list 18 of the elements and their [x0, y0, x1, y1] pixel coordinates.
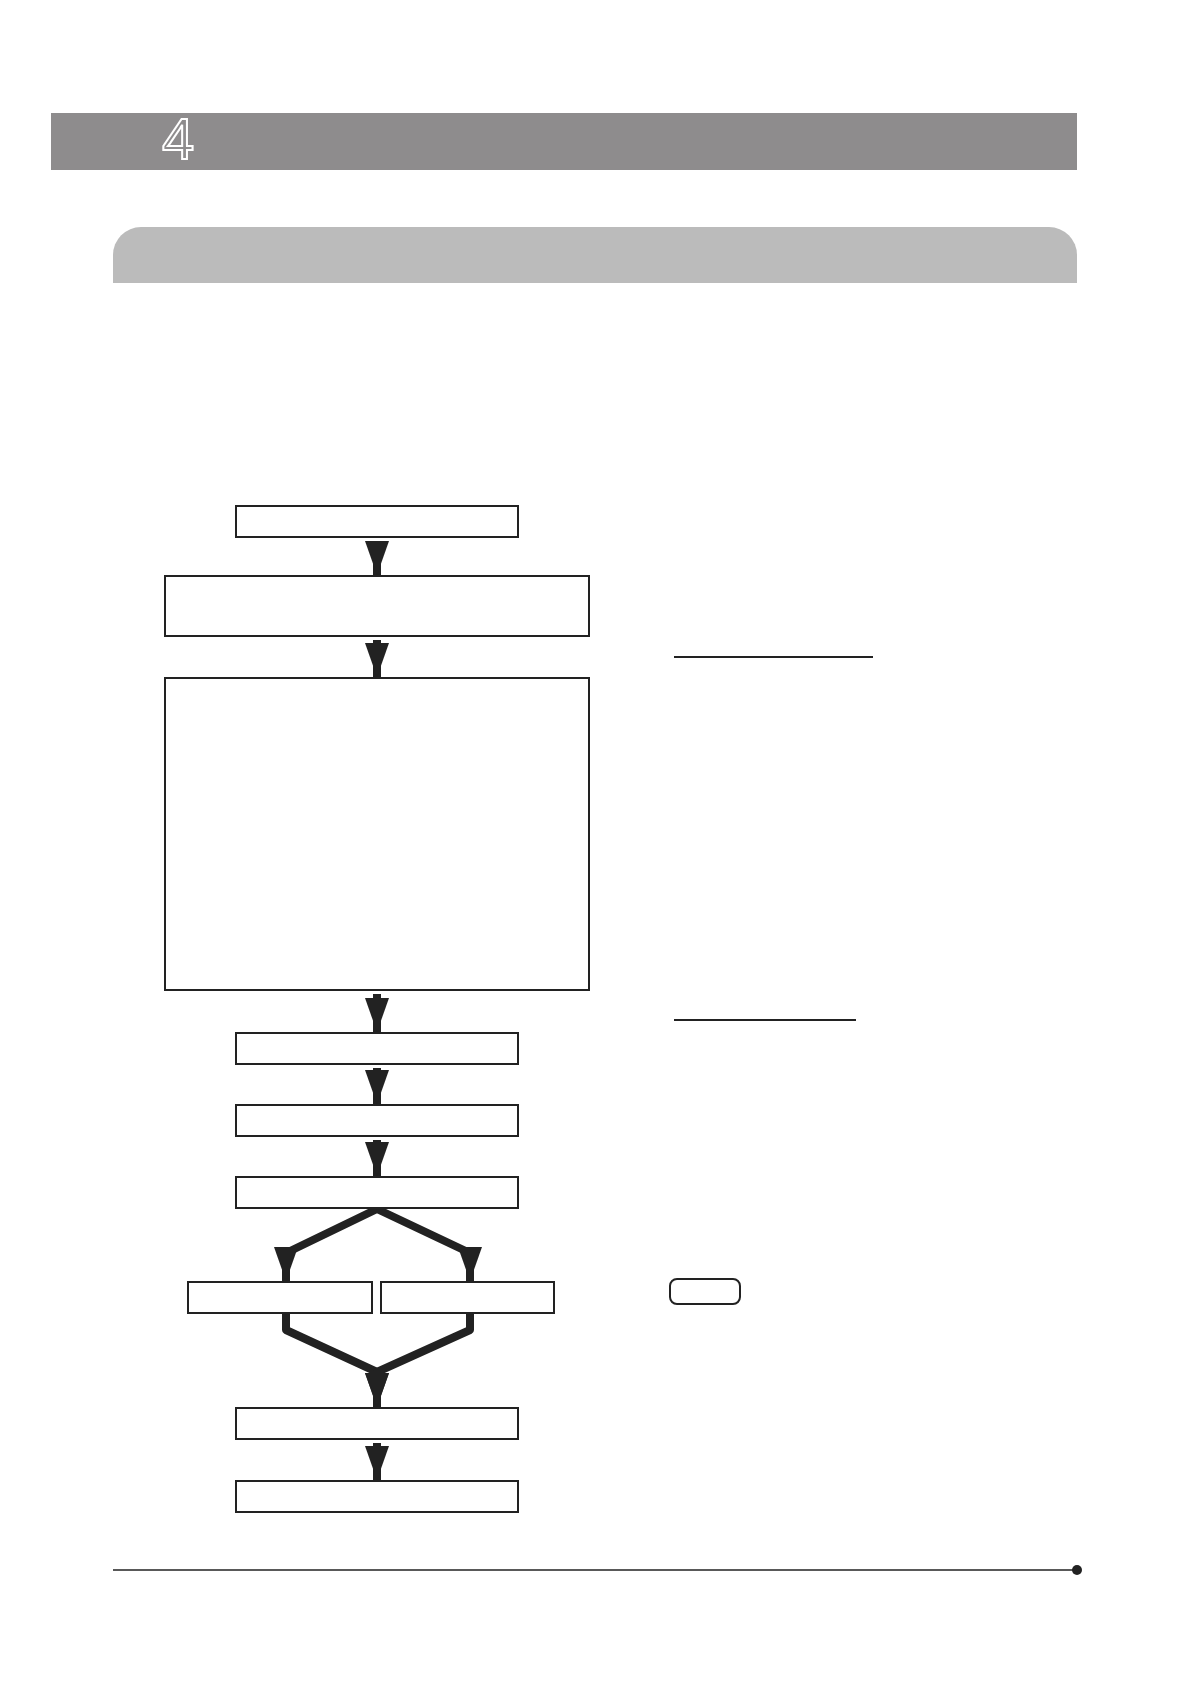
process-box — [164, 575, 590, 637]
process-box — [187, 1281, 373, 1314]
process-box — [235, 1407, 519, 1440]
arrow — [365, 640, 389, 677]
arrow — [365, 1443, 389, 1480]
process-box — [235, 505, 519, 538]
arrow — [365, 1068, 389, 1104]
process-box — [235, 1480, 519, 1513]
process-box — [235, 1176, 519, 1209]
process-box — [164, 677, 590, 991]
chapter-number: 4 — [162, 105, 195, 173]
arrow — [365, 994, 389, 1032]
arrow — [365, 1140, 389, 1176]
process-box — [235, 1104, 519, 1137]
process-box — [380, 1281, 555, 1314]
arrow — [365, 1314, 474, 1407]
arrow — [365, 541, 389, 575]
process-box — [235, 1032, 519, 1065]
